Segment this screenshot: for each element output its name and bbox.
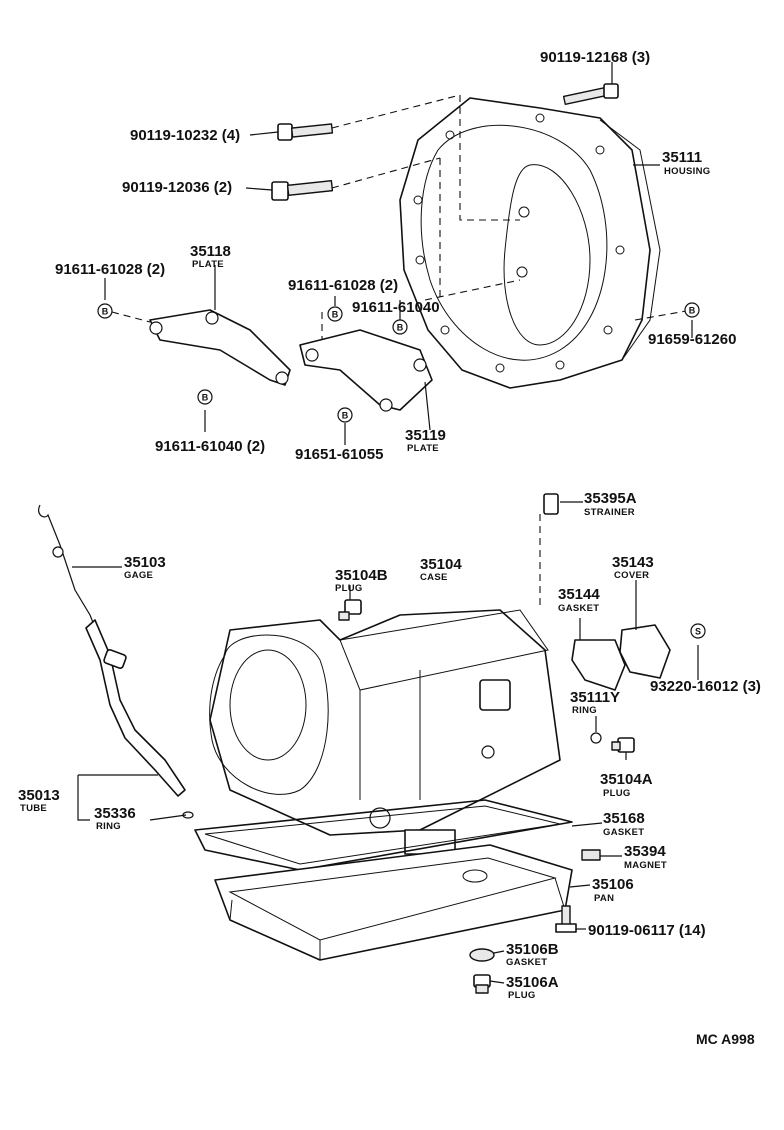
callout-part-number: 35104A — [600, 771, 653, 788]
svg-text:B: B — [202, 393, 209, 403]
marker-b: B — [337, 407, 353, 423]
callout-part-number: 91651-61055 — [295, 446, 383, 463]
callout-part-number: 35106 — [592, 876, 634, 893]
housing-35111[interactable] — [399, 97, 661, 389]
bolt-90119-12168[interactable] — [562, 83, 619, 105]
svg-text:B: B — [332, 310, 339, 320]
callout-description: STRAINER — [584, 507, 635, 518]
marker-s: S — [690, 623, 706, 639]
callout-part-number: 90119-06117 (14) — [588, 922, 706, 939]
cover-35143[interactable] — [619, 624, 671, 679]
callout-part-number: 35111Y — [570, 689, 620, 706]
callout-part-number: 91659-61260 — [648, 331, 736, 348]
callout-part-number: 93220-16012 (3) — [650, 678, 761, 695]
bolt-90119-06117[interactable] — [555, 905, 577, 933]
callout-description: TUBE — [20, 803, 47, 814]
callout-part-number: 35013 — [18, 787, 60, 804]
callout-part-number: 35143 — [612, 554, 654, 571]
callout-description: PLATE — [407, 443, 439, 454]
marker-b: B — [684, 302, 700, 318]
callout-description: HOUSING — [664, 166, 710, 177]
callout-part-number: 35103 — [124, 554, 166, 571]
callout-part-number: 91611-61040 (2) — [155, 438, 265, 455]
callout-part-number: 90119-10232 (4) — [130, 127, 240, 144]
callout-description: PLUG — [508, 990, 536, 1001]
gasket-35106B[interactable] — [469, 948, 495, 962]
callout-part-number: 35336 — [94, 805, 136, 822]
callout-part-number: 35104B — [335, 567, 388, 584]
callout-description: GASKET — [603, 827, 644, 838]
svg-text:B: B — [102, 307, 109, 317]
plug-35104A[interactable] — [611, 737, 635, 753]
callout-description: GAGE — [124, 570, 153, 581]
diagram-reference-code: MC A998 — [696, 1031, 755, 1047]
callout-description: PLUG — [335, 583, 363, 594]
strainer-35395A[interactable] — [539, 493, 559, 610]
gasket-35144[interactable] — [571, 639, 626, 691]
callout-description: COVER — [614, 570, 649, 581]
magnet-35394[interactable] — [581, 849, 601, 861]
dipstick-gage-35103[interactable] — [38, 504, 101, 641]
callout-description: RING — [572, 705, 597, 716]
marker-b: B — [392, 319, 408, 335]
svg-text:S: S — [695, 627, 701, 637]
marker-b: B — [327, 306, 343, 322]
callout-part-number: 35106B — [506, 941, 559, 958]
gasket-35168[interactable] — [194, 799, 573, 871]
callout-description: GASKET — [506, 957, 547, 968]
callout-description: PLATE — [192, 259, 224, 270]
callout-part-number: 90119-12168 (3) — [540, 49, 650, 66]
bolt-90119-12036[interactable] — [271, 180, 334, 201]
callout-part-number: 35104 — [420, 556, 462, 573]
callout-part-number: 91611-61028 (2) — [55, 261, 165, 278]
callout-description: RING — [96, 821, 121, 832]
callout-description: PLUG — [603, 788, 631, 799]
case-35104[interactable] — [209, 609, 561, 855]
callout-part-number: 35119 — [405, 427, 446, 444]
callout-part-number: 35394 — [624, 843, 666, 860]
marker-b: B — [197, 389, 213, 405]
plate-35119[interactable] — [299, 329, 433, 412]
callout-description: CASE — [420, 572, 448, 583]
callout-part-number: 35395A — [584, 490, 637, 507]
plug-35106A[interactable] — [473, 974, 491, 994]
callout-part-number: 35144 — [558, 586, 600, 603]
plug-35104B[interactable] — [338, 599, 362, 621]
ring-35111Y[interactable] — [590, 732, 602, 744]
bolt-90119-10232[interactable] — [277, 123, 334, 141]
pan-35106[interactable] — [214, 844, 573, 961]
callout-description: MAGNET — [624, 860, 667, 871]
callout-part-number: 90119-12036 (2) — [122, 179, 232, 196]
callout-part-number: 35111 — [662, 149, 702, 166]
callout-part-number: 35168 — [603, 810, 645, 827]
svg-text:B: B — [689, 306, 696, 316]
callout-part-number: 91611-61028 (2) — [288, 277, 398, 294]
svg-text:B: B — [397, 323, 404, 333]
callout-part-number: 35118 — [190, 243, 231, 260]
callout-description: PAN — [594, 893, 614, 904]
callout-part-number: 35106A — [506, 974, 559, 991]
callout-part-number: 91611-61040 — [352, 299, 440, 316]
tube-35013[interactable] — [85, 619, 186, 797]
callout-description: GASKET — [558, 603, 599, 614]
plate-35118[interactable] — [149, 309, 291, 386]
svg-text:B: B — [342, 411, 349, 421]
marker-b: B — [97, 303, 113, 319]
